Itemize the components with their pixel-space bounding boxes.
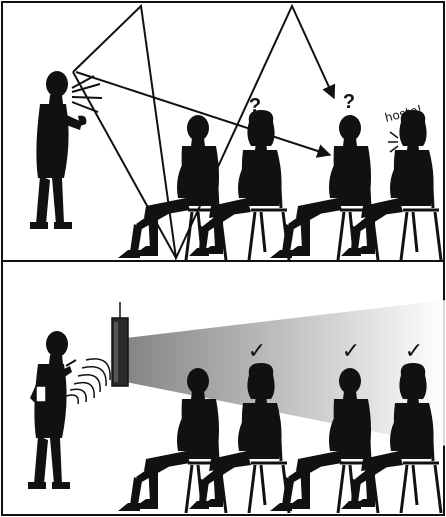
wireless-signal-arcs (66, 359, 110, 404)
audience-man-1 (118, 115, 226, 260)
checkmark-3: ✓ (405, 338, 423, 363)
shout-sound-lines (72, 76, 102, 112)
cough-lines (388, 132, 398, 152)
shouting-speaker (30, 71, 86, 229)
checkmark-2: ✓ (342, 338, 360, 363)
microphone-speaker (28, 331, 72, 489)
audience-man-2 (270, 115, 378, 260)
bottom-panel: ✓ ✓ ✓ (28, 300, 446, 513)
microphone (66, 360, 76, 366)
top-panel: ? ? hoste! (30, 6, 441, 260)
checkmark-1: ✓ (248, 338, 266, 363)
question-mark-2: ? (343, 91, 355, 113)
loudspeaker-column (112, 302, 128, 386)
question-mark-1: ? (249, 95, 261, 117)
